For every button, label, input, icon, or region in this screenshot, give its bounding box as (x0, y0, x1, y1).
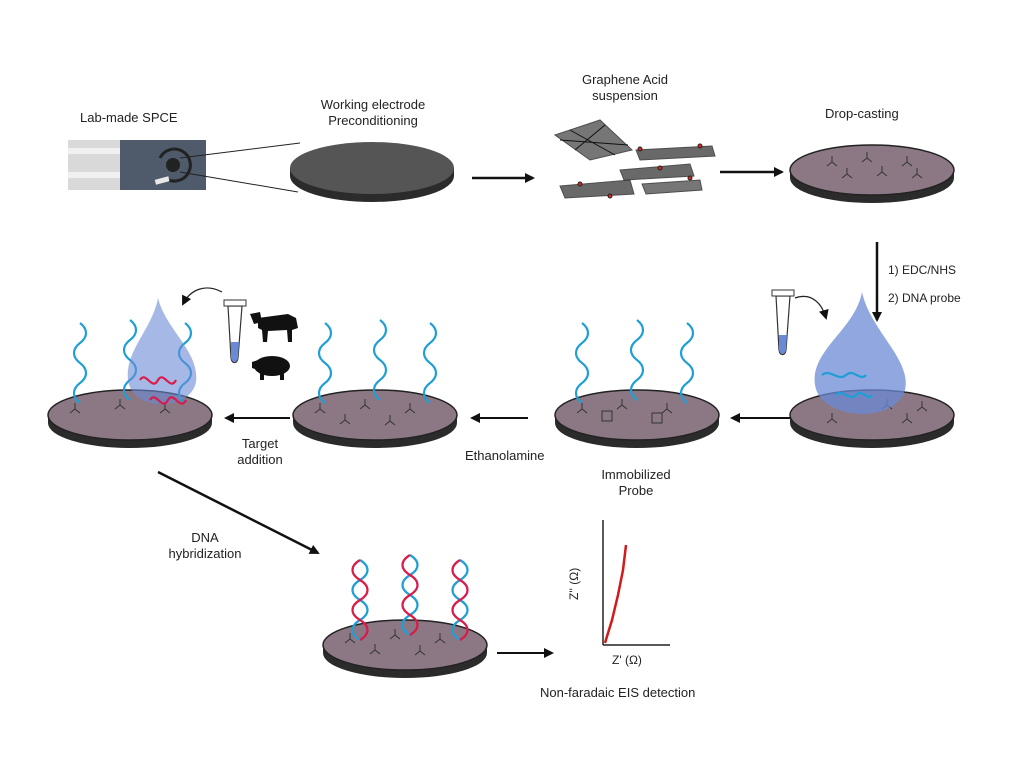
graphene-acid-sheets (553, 119, 716, 199)
zoom-line (179, 142, 301, 159)
immobilized-probe-label: Immobilized Probe (588, 467, 684, 499)
target-addition-label: Target addition (230, 436, 290, 468)
suspension-line: suspension (592, 88, 658, 103)
drop-casting-label: Drop-casting (825, 106, 899, 121)
arrow (794, 295, 829, 320)
preconditioning-line: Preconditioning (328, 113, 418, 128)
ethanolamine-label: Ethanolamine (465, 448, 545, 463)
dna-hybridization-label: DNA hybridization (160, 530, 250, 562)
hybridized-disk (322, 553, 488, 679)
addition-line: addition (237, 452, 283, 467)
working-electrode-disk (290, 142, 454, 202)
working-electrode-label: Working electrode Preconditioning (308, 97, 438, 129)
target-line: Target (241, 436, 279, 451)
tube-icon (223, 299, 247, 364)
probe-line: Probe (618, 483, 654, 498)
graphene-acid-label: Graphene Acid suspension (565, 72, 685, 104)
zoom-line (179, 171, 299, 193)
drop-icon (127, 298, 197, 405)
spce-strip (68, 140, 206, 190)
arrow (157, 470, 320, 555)
dna-probe-label: 2) DNA probe (888, 291, 961, 305)
graphene-acid-line: Graphene Acid (581, 72, 668, 87)
edc-nhs-label: 1) EDC/NHS (888, 263, 957, 277)
hybridization-line: hybridization (168, 546, 242, 561)
drop-casting-disk (789, 144, 955, 204)
pig-icon (252, 356, 290, 380)
tube-icon (771, 289, 795, 356)
arrow (182, 287, 223, 306)
working-electrode-line: Working electrode (320, 97, 426, 112)
z-imag-axis-label: Z'' (Ω) (567, 567, 581, 600)
z-real-axis-label: Z' (Ω) (612, 653, 642, 667)
immobilized-probe-disk (554, 318, 720, 449)
dna-line: DNA (191, 530, 219, 545)
spce-label: Lab-made SPCE (80, 110, 178, 125)
eis-detection-label: Non-faradaic EIS detection (540, 685, 696, 700)
ethanolamine-disk (292, 318, 458, 449)
eis-plot (602, 520, 670, 646)
immobilized-line: Immobilized (601, 467, 671, 482)
drop-icon (814, 292, 906, 414)
cow-icon (250, 312, 298, 342)
